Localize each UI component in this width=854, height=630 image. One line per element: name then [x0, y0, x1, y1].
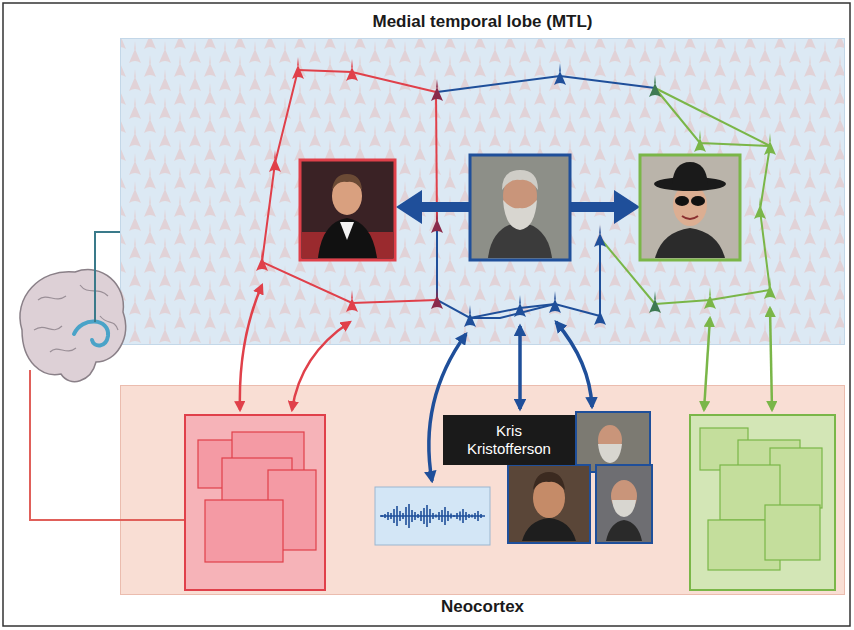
brain-icon [20, 270, 126, 382]
photo-kris [502, 170, 538, 190]
voice-waveform [375, 487, 490, 545]
photo-woman [640, 155, 740, 260]
panel-heading: Neocortex [121, 597, 844, 617]
association-arrow [396, 190, 422, 224]
neuron-assembly [256, 57, 776, 327]
neuron-assembly [269, 150, 281, 172]
brain-leader [30, 370, 185, 520]
neuron-assembly [431, 211, 443, 233]
association-arrow [415, 202, 473, 212]
name-label: Kris Kristofferson [467, 422, 551, 458]
photo-woman [640, 155, 740, 260]
cortical-link-arrow [240, 285, 262, 410]
neuron-assembly [754, 197, 766, 219]
neuron-assembly [292, 57, 304, 79]
name-label-box: Kris Kristofferson [443, 415, 575, 465]
cortical-link-arrow [292, 322, 350, 410]
cortical-link-arrow [704, 318, 710, 410]
neuron-field [121, 39, 844, 344]
green-cortical-area [690, 415, 835, 590]
green-cortical-area [765, 505, 820, 560]
neuron-assembly [431, 287, 443, 309]
neuron-assembly [549, 291, 561, 313]
neuron-assembly [554, 63, 566, 85]
assembly-connections [262, 70, 770, 318]
green-cortical-area [700, 428, 822, 570]
brain-icon [34, 285, 118, 352]
photo-woman [682, 216, 698, 219]
outer-frame [3, 3, 850, 626]
kris-photos [576, 412, 650, 472]
red-cortical-area [198, 432, 316, 562]
red-cortical-area [185, 415, 325, 590]
photo-kris [503, 200, 537, 230]
neuron-assembly [256, 249, 268, 271]
photo-woman [672, 162, 708, 184]
kris-photos [522, 518, 576, 541]
cortical-link-arrow [429, 334, 466, 481]
neuron-assembly [514, 295, 526, 317]
neuron-assembly [594, 303, 606, 325]
neuron-assembly [649, 75, 661, 97]
brain-icon [20, 270, 126, 382]
neuron-field [121, 39, 844, 344]
neuron-assembly [431, 79, 443, 101]
photo-woman [691, 196, 705, 206]
photo-woman [655, 228, 725, 258]
neuron-assembly [764, 277, 776, 299]
assembly-connections [298, 70, 436, 92]
cortical-link-arrow [770, 308, 772, 410]
assembly-connections [470, 304, 555, 318]
brain-leader [30, 232, 185, 520]
cortical-link-arrow [240, 285, 772, 481]
cortical-link-arrow [518, 326, 522, 409]
association-arrow [614, 190, 640, 224]
photo-mel [318, 218, 377, 258]
neuron-assembly [594, 225, 606, 247]
assembly-connections [262, 70, 437, 303]
voice-waveform [380, 504, 485, 528]
kris-photos [533, 472, 565, 490]
red-cortical-area [205, 500, 283, 562]
kris-photos [598, 444, 622, 463]
kris-photos [508, 412, 652, 543]
green-cortical-area [690, 415, 835, 590]
assembly-connections [600, 88, 770, 304]
kris-photos [612, 500, 636, 517]
kris-photos [606, 520, 642, 541]
red-cortical-area [185, 415, 325, 590]
neuron-assembly [764, 133, 776, 155]
assembly-connections [262, 70, 437, 303]
neuron-assembly [346, 290, 358, 312]
neuron-field [121, 39, 844, 344]
photo-kris [470, 155, 570, 260]
assembly-connections [437, 76, 655, 92]
photo-mel [300, 160, 395, 260]
panel-heading: Medial temporal lobe (MTL) [121, 12, 844, 32]
photo-kris [470, 155, 570, 260]
brain-leader [95, 232, 120, 322]
photo-mel [340, 222, 354, 240]
photo-woman [675, 196, 689, 206]
kris-photos [508, 465, 590, 543]
neuron-assembly [704, 287, 716, 309]
photo-mel [300, 160, 395, 260]
neuron-assembly [464, 305, 476, 327]
kris-photos [596, 465, 652, 543]
assembly-connections [655, 88, 770, 146]
neuron-assembly [346, 59, 358, 81]
assembly-connections [437, 76, 655, 318]
neuron-assembly [694, 130, 706, 152]
brain-icon [74, 321, 108, 345]
cortical-link-arrow [556, 322, 592, 407]
neuron-assembly [649, 291, 661, 313]
photo-mel [332, 174, 362, 190]
voice-waveform [375, 487, 490, 545]
